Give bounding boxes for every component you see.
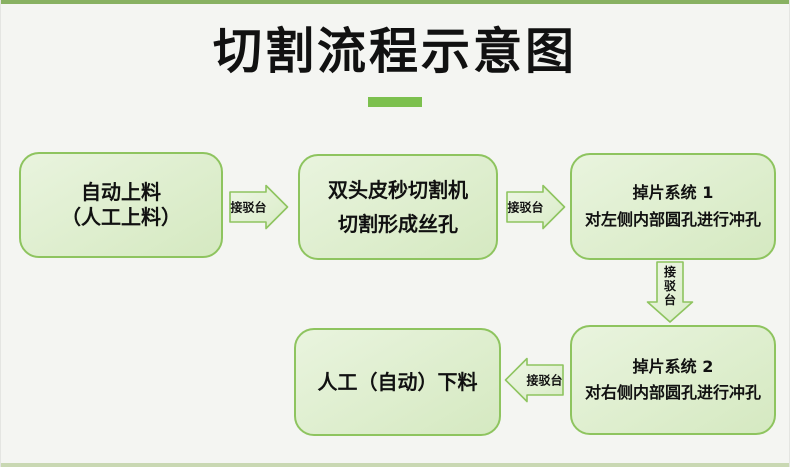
arrow-left-icon — [504, 357, 564, 403]
connector-label: 接驳台 — [230, 200, 267, 215]
top-accent-bar — [1, 0, 789, 4]
flow-box-line: 掉片系统 2 — [632, 356, 714, 376]
flow-box-line: 人工（自动）下料 — [317, 369, 478, 394]
bottom-accent-bar — [1, 463, 789, 467]
page-title: 切割流程示意图 — [212, 23, 577, 80]
flow-box-auto-feeding: 自动上料 （人工上料） — [19, 152, 223, 258]
arrow-right-icon — [229, 184, 289, 230]
connector-transfer-table-4: 接驳台 — [504, 357, 564, 403]
flow-box-line: 掉片系统 1 — [632, 183, 714, 203]
flow-box-unloading: 人工（自动）下料 — [294, 328, 501, 436]
connector-transfer-table-2: 接驳台 — [506, 184, 566, 230]
flow-box-chip-drop-system-2: 掉片系统 2 对右侧内部圆孔进行冲孔 — [570, 325, 776, 435]
flow-box-line: 切割形成丝孔 — [338, 212, 458, 236]
title-underline — [368, 97, 422, 107]
flow-box-picosecond-cutter: 双头皮秒切割机 切割形成丝孔 — [298, 154, 498, 260]
flow-box-line: （人工上料） — [61, 205, 181, 229]
flow-box-line: 对左侧内部圆孔进行冲孔 — [584, 209, 761, 229]
connector-transfer-table-3: 接驳台 — [646, 261, 694, 323]
flow-box-chip-drop-system-1: 掉片系统 1 对左侧内部圆孔进行冲孔 — [570, 153, 776, 260]
arrow-down-icon — [646, 261, 694, 323]
connector-label: 接驳台 — [663, 265, 676, 307]
flow-box-line: 双头皮秒切割机 — [328, 178, 468, 202]
connector-label: 接驳台 — [526, 373, 563, 388]
flow-box-line: 自动上料 — [81, 180, 161, 204]
arrow-right-icon — [506, 184, 566, 230]
flow-box-line: 对右侧内部圆孔进行冲孔 — [584, 383, 761, 402]
connector-transfer-table-1: 接驳台 — [229, 184, 289, 230]
connector-label: 接驳台 — [507, 200, 544, 215]
